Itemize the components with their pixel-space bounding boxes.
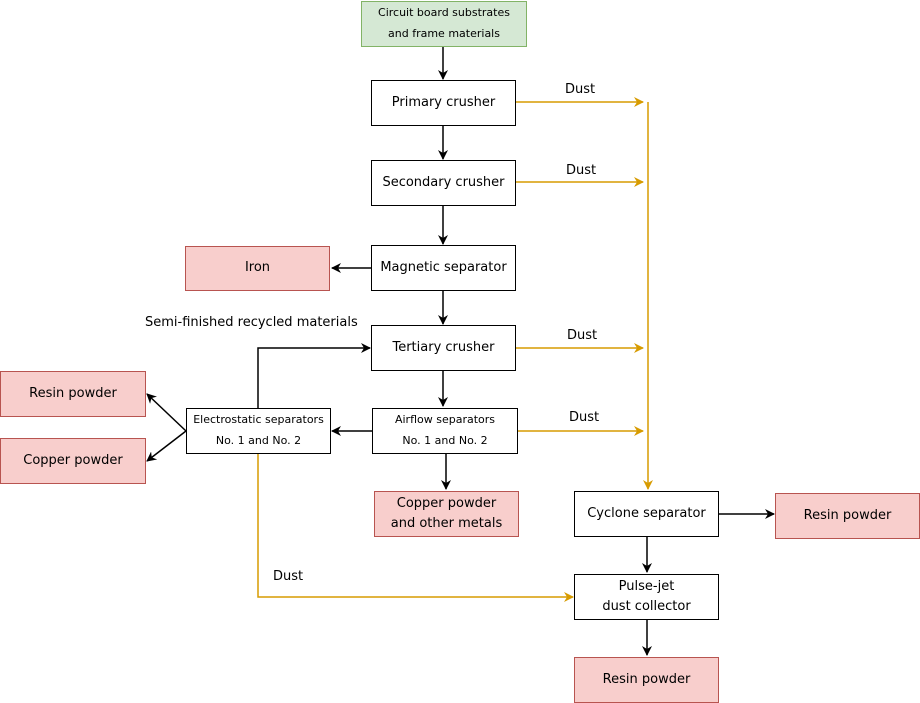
dust-arrow-electrostatic [257,454,574,602]
magnetic-separator-box: Magnetic separator [371,245,516,291]
cyclone-separator-box: Cyclone separator [574,491,719,537]
dust-label-tertiary: Dust [567,328,598,343]
copper-powder-left-label: Copper powder [23,452,123,468]
resin-powder-left-box: Resin powder [0,371,146,417]
arrow-electrostatic-to-copper [146,430,187,462]
input-materials-label: Circuit board substrates and frame mater… [378,6,510,40]
tertiary-crusher-box: Tertiary crusher [371,325,516,371]
dust-label-primary: Dust [565,82,596,97]
pulse-jet-collector-label: Pulse-jet dust collector [602,578,691,614]
pulse-jet-collector-box: Pulse-jet dust collector [574,574,719,620]
resin-powder-left-label: Resin powder [29,385,117,401]
dust-label-airflow: Dust [569,410,600,425]
electrostatic-separators-box: Electrostatic separators No. 1 and No. 2 [186,408,331,454]
resin-powder-bottom-label: Resin powder [602,671,691,687]
input-materials-box: Circuit board substrates and frame mater… [361,1,527,47]
airflow-separators-label: Airflow separators No. 1 and No. 2 [394,413,496,447]
iron-box: Iron [185,246,330,291]
cyclone-separator-label: Cyclone separator [587,505,706,521]
resin-powder-right-label: Resin powder [803,507,892,523]
iron-label: Iron [244,260,271,276]
secondary-crusher-box: Secondary crusher [371,160,516,206]
magnetic-separator-label: Magnetic separator [380,259,507,275]
semi-finished-label: Semi-finished recycled materials [145,315,358,330]
dust-label-electrostatic: Dust [273,569,304,584]
secondary-crusher-label: Secondary crusher [382,174,505,190]
resin-powder-bottom-box: Resin powder [574,657,719,703]
electrostatic-separators-label: Electrostatic separators No. 1 and No. 2 [193,413,324,447]
copper-metals-box: Copper powder and other metals [374,491,519,537]
copper-metals-label: Copper powder and other metals [390,495,503,531]
copper-powder-left-box: Copper powder [0,438,146,484]
arrow-electrostatic-to-tertiary [257,343,371,409]
primary-crusher-label: Primary crusher [391,94,496,110]
dust-label-secondary: Dust [566,163,597,178]
resin-powder-right-box: Resin powder [775,493,920,539]
primary-crusher-box: Primary crusher [371,80,516,126]
tertiary-crusher-label: Tertiary crusher [392,339,495,355]
airflow-separators-box: Airflow separators No. 1 and No. 2 [372,408,518,454]
arrow-electrostatic-to-resin [146,393,187,432]
